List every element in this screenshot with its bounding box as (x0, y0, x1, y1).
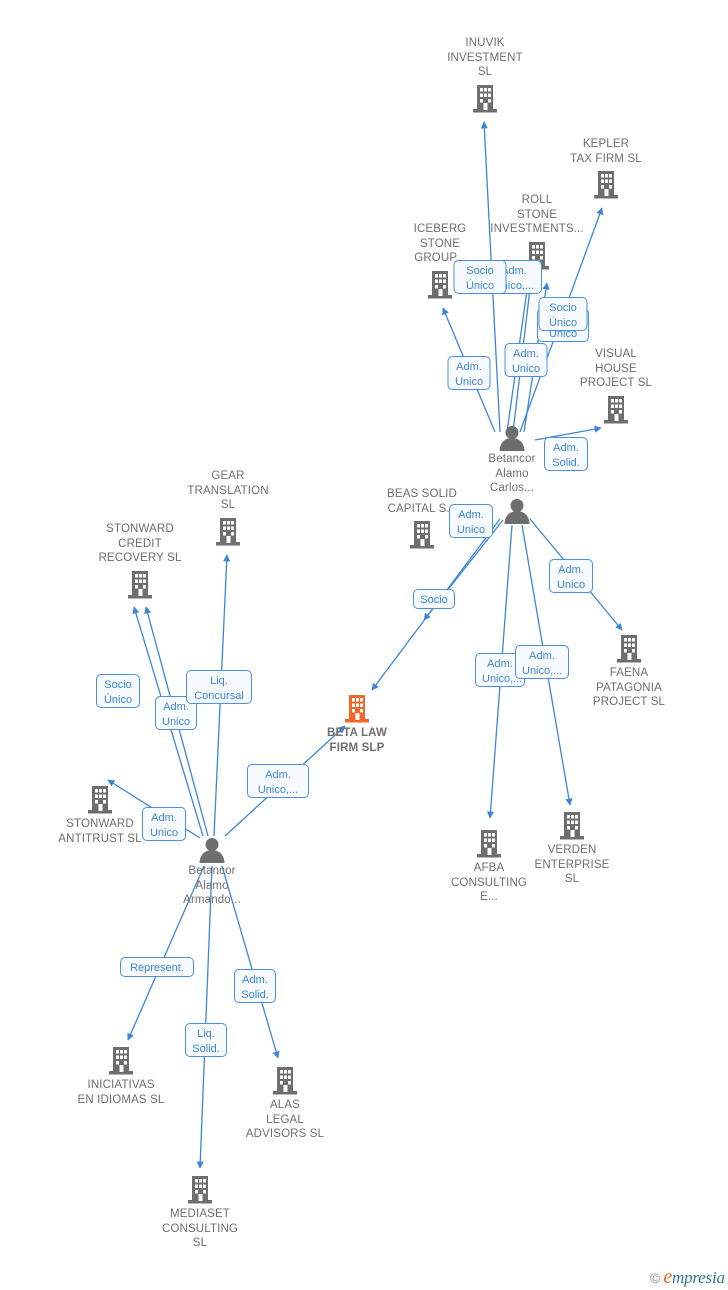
company-icon (107, 1044, 135, 1076)
copyright-symbol: © (650, 1269, 661, 1286)
edge-label-armando-alas[interactable]: Adm. Solid. (234, 969, 276, 1003)
node-person-betancor-alamo-armando-2[interactable] (457, 498, 577, 525)
company-icon (186, 1173, 214, 1205)
node-label: INICIATIVAS EN IDIOMAS SL (77, 1079, 165, 1106)
company-icon (426, 268, 454, 300)
company-icon (408, 518, 436, 550)
node-beta-law-firm[interactable]: BETA LAW FIRM SLP (297, 692, 417, 755)
person-icon (197, 837, 227, 863)
edge-label-armando-beta[interactable]: Adm. Unico,... (247, 764, 309, 798)
node-stonward-credit-recovery[interactable]: STONWARD CREDIT RECOVERY SL (80, 522, 200, 600)
node-visual-house-project[interactable]: VISUAL HOUSE PROJECT SL (556, 347, 676, 425)
node-label: KEPLER TAX FIRM SL (570, 138, 642, 165)
company-icon (602, 393, 630, 425)
node-person-betancor-alamo-armando[interactable]: Betancor Alamo Armando... (152, 837, 272, 908)
node-label: Betancor Alamo Carlos... (488, 453, 536, 495)
node-iceberg-stone-group[interactable]: ICEBERG STONE GROUP... (380, 222, 500, 300)
node-alas-legal-advisors[interactable]: ALAS LEGAL ADVISORS SL (225, 1064, 345, 1142)
node-gear-translation[interactable]: GEAR TRANSLATION SL (168, 469, 288, 547)
person-icon (502, 498, 532, 524)
company-icon (471, 82, 499, 114)
edge-label-armando-mediaset[interactable]: Liq. Solid. (185, 1023, 227, 1057)
node-afba-consulting[interactable]: AFBA CONSULTING E... (429, 827, 549, 905)
edge-label-carlos-visualhouse[interactable]: Adm. Solid. (544, 437, 588, 471)
node-label: AFBA CONSULTING E... (450, 862, 528, 904)
node-label: INUVIK INVESTMENT SL (447, 37, 523, 79)
node-label: ICEBERG STONE GROUP... (413, 223, 467, 265)
company-icon (475, 827, 503, 859)
node-label: STONWARD ANTITRUST SL (58, 818, 142, 845)
node-label: STONWARD CREDIT RECOVERY SL (98, 523, 182, 565)
person-icon (497, 425, 527, 451)
brand-initial: e (663, 1266, 673, 1288)
edge-label-armando-iniciativas[interactable]: Represent. (120, 957, 194, 977)
company-icon (126, 568, 154, 600)
edge-label-armando2-faena[interactable]: Adm. Unico (549, 559, 593, 593)
company-icon (558, 809, 586, 841)
company-icon (214, 515, 242, 547)
edge-label-armando-stonwardcred[interactable]: Socio Único (96, 674, 140, 708)
edge-label-carlos-iceberg[interactable]: Socio Único (453, 260, 507, 294)
edge-label-armando-stonwardcred-2[interactable]: Adm. Unico (155, 696, 197, 730)
watermark-empresia: © empresia (650, 1266, 725, 1289)
node-iniciativas-en-idiomas[interactable]: INICIATIVAS EN IDIOMAS SL (61, 1044, 181, 1107)
brand-suffix: mpresia (672, 1268, 725, 1287)
brand-name: empresia (663, 1266, 725, 1289)
edge-label-armando2-beas[interactable]: Adm. Unico (449, 504, 493, 538)
edge-label-carlos-kepler[interactable]: Socio Único (538, 297, 588, 331)
node-label: VERDEN ENTERPRISE SL (534, 844, 610, 886)
company-icon-highlight (343, 692, 371, 724)
edge-label-armando-gear[interactable]: Liq. Concursal (186, 670, 252, 704)
edge-armando-mediaset (196, 865, 213, 1169)
company-icon (615, 632, 643, 664)
node-label: BETA LAW FIRM SLP (327, 727, 387, 754)
node-label: GEAR TRANSLATION SL (187, 470, 269, 512)
company-icon (592, 168, 620, 200)
edge-label-armando2-verden[interactable]: Adm. Unico,... (515, 645, 569, 679)
node-faena-patagonia-project[interactable]: FAENA PATAGONIA PROJECT SL (569, 632, 689, 710)
company-icon (271, 1064, 299, 1096)
edge-label-carlos-rollstone[interactable]: Adm. Unico (504, 343, 548, 377)
node-label: ROLL STONE INVESTMENTS... (490, 194, 584, 236)
node-inuvik-investment[interactable]: INUVIK INVESTMENT SL (425, 36, 545, 114)
node-kepler-tax-firm[interactable]: KEPLER TAX FIRM SL (546, 137, 666, 200)
company-icon (86, 783, 114, 815)
node-label: Betancor Alamo Armando... (183, 865, 241, 907)
node-verden-enterprise[interactable]: VERDEN ENTERPRISE SL (512, 809, 632, 887)
node-stonward-antitrust[interactable]: STONWARD ANTITRUST SL (40, 783, 160, 846)
node-mediaset-consulting[interactable]: MEDIASET CONSULTING SL (140, 1173, 260, 1251)
node-label: BEAS SOLID CAPITAL S... (387, 488, 457, 515)
node-person-betancor-alamo-carlos[interactable]: Betancor Alamo Carlos... (452, 425, 572, 496)
edge-label-armando-stonwardanti[interactable]: Adm. Unico (142, 807, 186, 841)
node-label: FAENA PATAGONIA PROJECT SL (592, 667, 666, 709)
node-label: VISUAL HOUSE PROJECT SL (579, 348, 653, 390)
edge-label-carlos-inuvik[interactable]: Adm. Unico (447, 356, 491, 390)
edge-label-armando2-beta[interactable]: Socio (413, 589, 455, 609)
node-label: MEDIASET CONSULTING SL (161, 1208, 239, 1250)
node-label: ALAS LEGAL ADVISORS SL (245, 1099, 325, 1141)
